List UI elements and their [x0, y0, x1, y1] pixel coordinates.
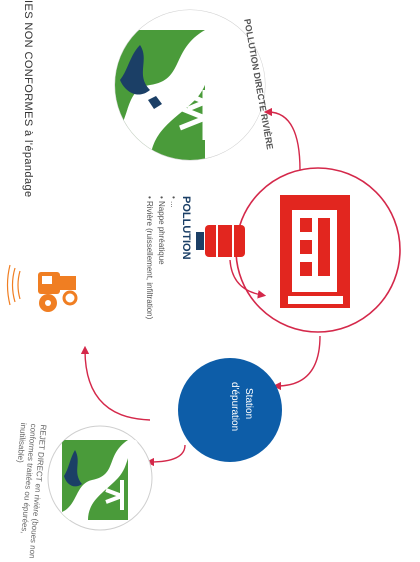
- arrow-building-to-station: [272, 335, 321, 391]
- pollution-item: • Rivière (ruissellement, infiltration): [145, 196, 154, 320]
- building-icon: [280, 195, 350, 308]
- pollution-item: • ...: [169, 196, 178, 208]
- station-circle: [178, 358, 282, 462]
- pollution-source-circle: [196, 167, 401, 333]
- barrel-icon: [196, 225, 267, 299]
- arrow-building-to-top: [263, 107, 301, 171]
- arrow-station-to-tractor: [80, 345, 151, 421]
- pollution-item: • Nappe phréatique: [157, 196, 166, 265]
- tree-icon: [179, 90, 208, 140]
- pollution-title: POLLUTION: [180, 196, 192, 260]
- header-text: IES NON CONFORMES à l'épandage: [22, 0, 34, 198]
- station-label: d'épuration: [229, 382, 240, 432]
- arrow-station-to-bottom: [145, 444, 186, 467]
- station-label: Station: [243, 388, 254, 420]
- river-icon: [115, 30, 230, 160]
- river-badge-top: [114, 9, 266, 161]
- tractor-icon: [6, 264, 78, 312]
- river-badge-bottom: [47, 425, 153, 531]
